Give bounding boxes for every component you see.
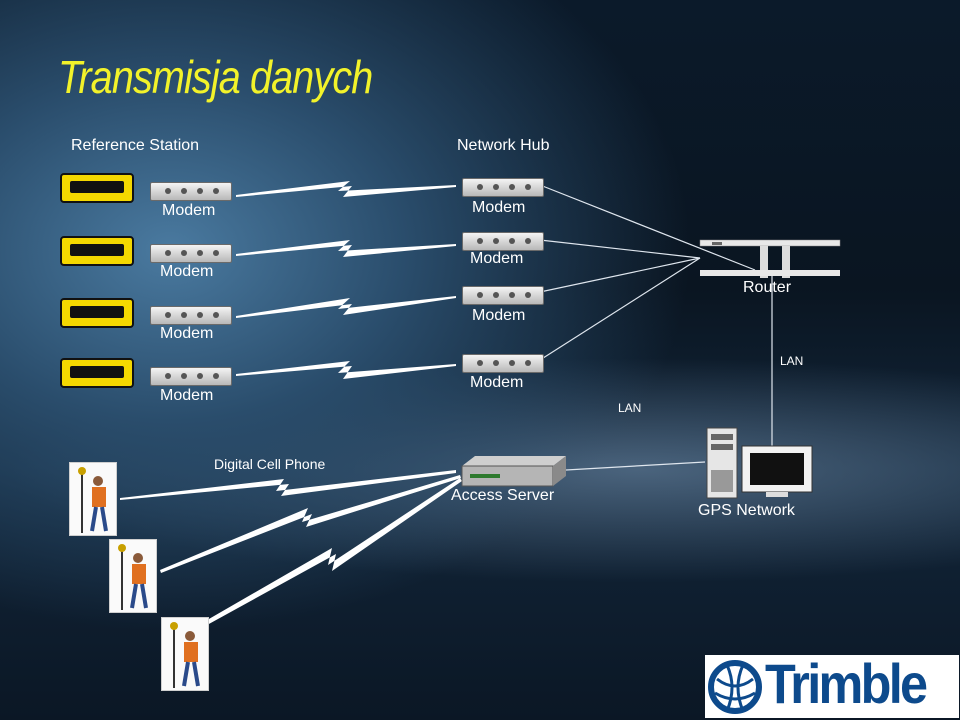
modem-icon: [462, 178, 544, 197]
reference-receiver-icon: [60, 236, 134, 266]
modem-label: Modem: [470, 250, 524, 267]
lan-label: LAN: [618, 401, 642, 415]
monitor-icon: [741, 445, 813, 497]
modem-icon: [462, 286, 544, 305]
network-hub-label: Network Hub: [457, 137, 550, 154]
reference-station-label: Reference Station: [71, 137, 200, 154]
server-icon: [706, 427, 738, 499]
wireless-links: [120, 181, 462, 641]
modem-label: Modem: [470, 374, 524, 391]
modem-label: Modem: [472, 199, 526, 216]
router-icon: [699, 239, 841, 278]
reference-receiver-icon: [60, 358, 134, 388]
modem-icon: [150, 244, 232, 263]
lan-label: LAN: [780, 354, 804, 368]
field-surveyor-icon: [109, 539, 157, 613]
modem-label: Modem: [160, 325, 214, 342]
trimble-wordmark: Trimble: [765, 652, 928, 715]
access-server-icon: [461, 456, 566, 487]
field-surveyor-icon: [69, 462, 117, 536]
access-server-label: Access Server: [451, 487, 555, 504]
page-title: Transmisja danych: [58, 51, 373, 103]
modem-label: Modem: [160, 387, 214, 404]
field-surveyor-icon: [161, 617, 209, 691]
reference-receiver-icon: [60, 298, 134, 328]
modem-icon: [462, 232, 544, 251]
modem-icon: [462, 354, 544, 373]
globe-icon: [708, 660, 762, 714]
trimble-logo: Trimble: [705, 652, 959, 718]
modem-label: Modem: [162, 202, 216, 219]
modem-icon: [150, 182, 232, 201]
modem-label: Modem: [160, 263, 214, 280]
modem-icon: [150, 306, 232, 325]
modem-label: Modem: [472, 307, 526, 324]
gps-network-label: GPS Network: [698, 502, 795, 519]
router-label: Router: [743, 279, 792, 296]
digital-cell-phone-label: Digital Cell Phone: [214, 456, 326, 472]
modem-icon: [150, 367, 232, 386]
reference-receiver-icon: [60, 173, 134, 203]
